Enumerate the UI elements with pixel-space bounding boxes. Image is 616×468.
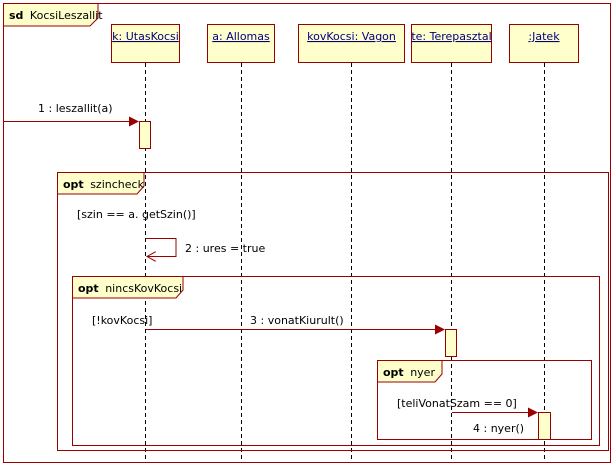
lifeline-vagon-label: kovKocsi: Vagon [307, 30, 396, 43]
sd-frame-tab [3, 3, 99, 27]
guard-nyer: [teliVonatSzam == 0] [397, 397, 517, 410]
fragment-nincskovkocsi-tab [72, 276, 184, 299]
message-nyer-label: 4 : nyer() [473, 422, 524, 435]
activation-terepasztal [445, 329, 457, 357]
lifeline-terepasztal-label: te: Terepasztal [411, 30, 491, 43]
fragment-nincskovkocsi-label: opt nincsKovKocsi [78, 282, 182, 295]
message-vonatkiurult-label: 3 : vonatKiurult() [250, 314, 344, 327]
message-ures-label: 2 : ures = true [185, 242, 265, 255]
guard-szincheck: [szin == a. getSzin()] [77, 208, 196, 221]
message-nyer[interactable]: 4 : nyer() [452, 407, 538, 436]
message-leszallit-label: 1 : leszallit(a) [38, 102, 113, 115]
fragment-szincheck-tab [57, 172, 145, 195]
lifeline-utaskocsi-label: k: UtasKocsi [112, 30, 179, 43]
fragment-nyer [377, 360, 592, 440]
fragment-szincheck [57, 172, 609, 451]
fragment-nyer-label: opt nyer [383, 366, 435, 379]
fragment-nincskovkocsi [72, 276, 600, 446]
sd-frame [3, 3, 611, 463]
activation-jatek [538, 412, 551, 440]
activation-utaskocsi [139, 121, 151, 149]
message-leszallit[interactable]: 1 : leszallit(a) [3, 102, 139, 127]
fragment-szincheck-label: opt szincheck [63, 178, 145, 191]
lifeline-jatek[interactable]: :Jatek [509, 24, 579, 463]
lifeline-terepasztal[interactable]: te: Terepasztal [411, 24, 492, 463]
sd-frame-label: sd KocsiLeszallit [9, 9, 103, 22]
lifeline-allomas-label: a: Allomas [212, 30, 270, 43]
fragment-nyer-tab [377, 360, 443, 383]
lifeline-allomas[interactable]: a: Allomas [207, 24, 275, 463]
message-ures[interactable]: 2 : ures = true [146, 238, 265, 257]
lifeline-jatek-label: :Jatek [528, 30, 560, 43]
message-vonatkiurult[interactable]: 3 : vonatKiurult() [146, 314, 445, 335]
lifeline-utaskocsi[interactable]: k: UtasKocsi [111, 24, 180, 463]
guard-nincskovkocsi: [!kovKocsi] [92, 314, 152, 327]
lifeline-vagon[interactable]: kovKocsi: Vagon [298, 24, 405, 463]
